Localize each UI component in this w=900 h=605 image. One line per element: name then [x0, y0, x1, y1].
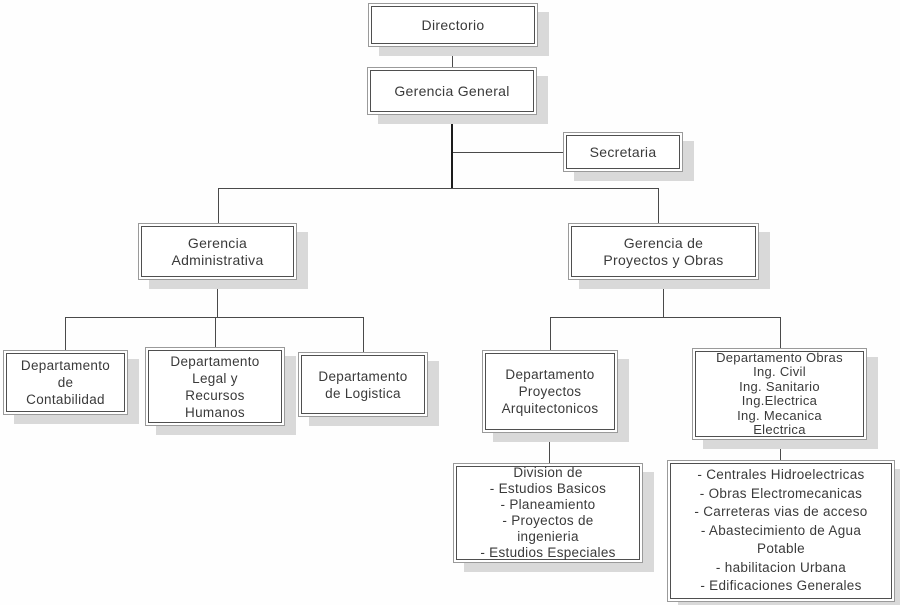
connector-drop-logistica: [363, 317, 364, 352]
connector-proyectos-trunk: [663, 280, 664, 318]
org-node-departamento-obras: Departamento Obras Ing. Civil Ing. Sanit…: [692, 348, 867, 440]
connector-drop-proyectos-arquitectonicos: [550, 317, 551, 350]
connector-gerencias-horizontal: [218, 188, 659, 189]
org-node-gerencia-administrativa: Gerencia Administrativa: [138, 223, 297, 280]
org-node-gerencia-general: Gerencia General: [367, 67, 537, 115]
connector-administrativa-trunk: [217, 280, 218, 318]
org-node-directorio-label: Directorio: [421, 16, 485, 33]
org-node-departamento-logistica: Departamento de Logistica: [298, 352, 428, 417]
org-node-departamento-obras-label: Departamento Obras Ing. Civil Ing. Sanit…: [716, 349, 843, 437]
org-node-secretaria: Secretaria: [563, 132, 683, 172]
connector-drop-gerencia-proyectos: [658, 188, 659, 223]
org-node-departamento-contabilidad: Departamento de Contabilidad: [3, 350, 128, 415]
connector-secretaria-branch: [453, 152, 563, 153]
connector-arquitectonicos-division: [549, 433, 550, 463]
org-node-gerencia-proyectos-obras-label: Gerencia de Proyectos y Obras: [603, 234, 724, 268]
org-node-departamento-legal-rrhh: Departamento Legal y Recursos Humanos: [145, 347, 285, 426]
connector-drop-obras: [780, 317, 781, 348]
org-node-gerencia-proyectos-obras: Gerencia de Proyectos y Obras: [568, 223, 759, 280]
org-node-departamento-legal-rrhh-label: Departamento Legal y Recursos Humanos: [170, 353, 260, 420]
connector-drop-gerencia-administrativa: [218, 188, 219, 223]
org-node-gerencia-administrativa-label: Gerencia Administrativa: [171, 234, 264, 268]
org-node-departamento-logistica-label: Departamento de Logistica: [318, 368, 408, 401]
org-node-gerencia-general-label: Gerencia General: [394, 82, 510, 99]
connector-administrativa-children-horizontal: [65, 317, 364, 318]
connector-proyectos-children-horizontal: [550, 317, 781, 318]
connector-drop-contabilidad: [65, 317, 66, 350]
org-node-obras-lista-label: - Centrales Hidroelectricas - Obras Elec…: [694, 467, 868, 594]
org-node-departamento-proyectos-arquitectonicos: Departamento Proyectos Arquitectonicos: [482, 350, 618, 433]
org-node-division-estudios-label: Division de - Estudios Basicos - Planeam…: [480, 465, 616, 560]
org-node-obras-lista: - Centrales Hidroelectricas - Obras Elec…: [667, 460, 895, 602]
connector-gerencia-general-trunk: [451, 115, 453, 189]
connector-drop-legal: [215, 317, 216, 347]
org-node-division-estudios: Division de - Estudios Basicos - Planeam…: [453, 463, 643, 563]
org-node-secretaria-label: Secretaria: [589, 143, 657, 160]
org-node-directorio: Directorio: [368, 3, 538, 47]
connector-directorio-gerencia-general: [452, 47, 453, 67]
org-node-departamento-proyectos-arquitectonicos-label: Departamento Proyectos Arquitectonicos: [501, 367, 599, 416]
connector-obras-lista: [780, 440, 781, 460]
org-node-departamento-contabilidad-label: Departamento de Contabilidad: [20, 358, 111, 407]
